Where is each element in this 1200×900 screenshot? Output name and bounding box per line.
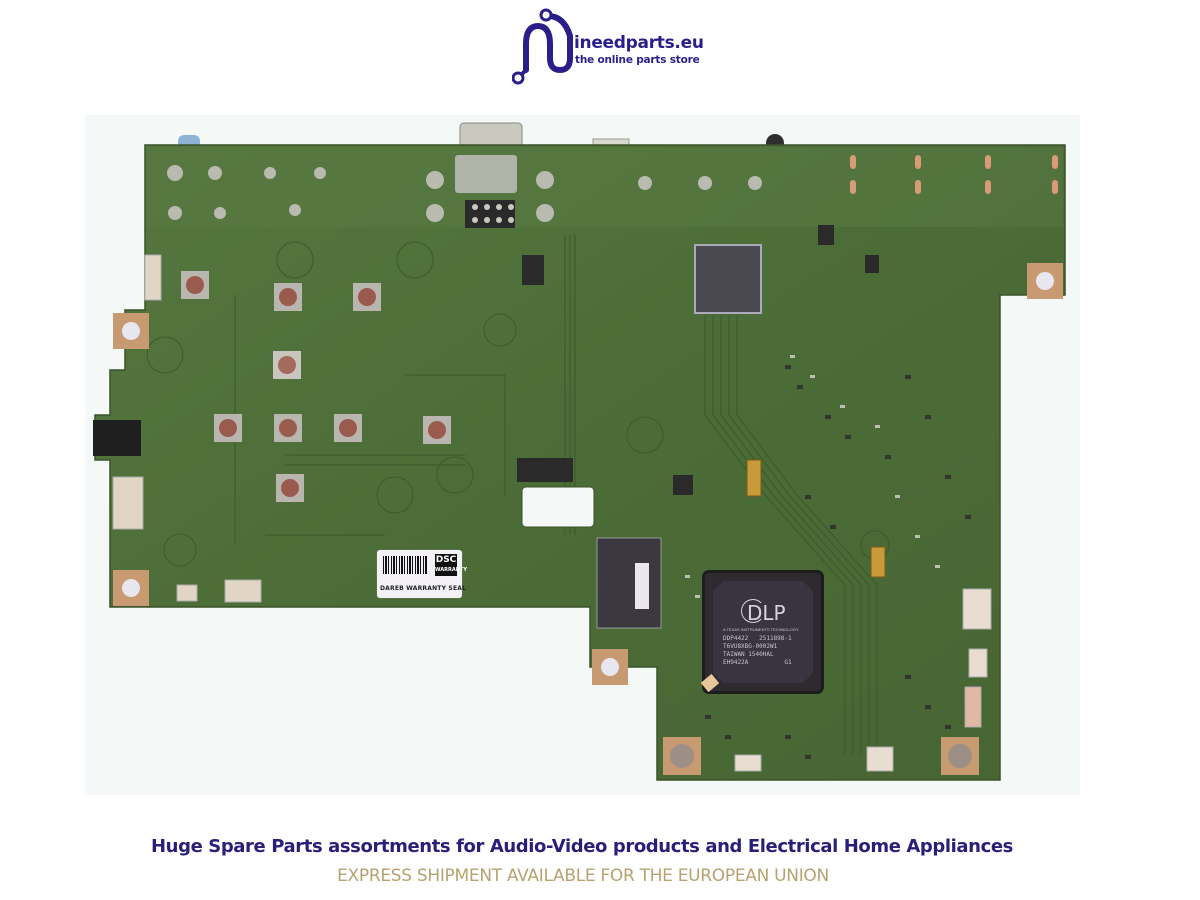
barcode-icon xyxy=(383,556,427,574)
dlp-chip-marking: DDP4422 2511898-1 T6VU8XBG-0002W1 TAIWAN… xyxy=(723,635,792,666)
caption-main: Huge Spare Parts assortments for Audio-V… xyxy=(151,836,1013,857)
dlp-ring-icon xyxy=(741,599,765,623)
dlp-maker-line: A TEXAS INSTRUMENTS TECHNOLOGY xyxy=(723,627,799,632)
dsc-logo: DSC WARRANTY xyxy=(435,554,467,576)
brand-tagline: the online parts store xyxy=(575,54,700,66)
circuit-n-logo-icon xyxy=(512,8,573,85)
warranty-seal-text: DAREB WARRANTY SEAL xyxy=(380,585,467,592)
brand-name: ineedparts.eu xyxy=(574,33,704,53)
dlp-processor-chip: DLP A TEXAS INSTRUMENTS TECHNOLOGY DDP44… xyxy=(700,573,821,693)
warranty-seal-sticker: DSC WARRANTY DAREB WARRANTY SEAL xyxy=(377,550,467,598)
tactile-buttons xyxy=(181,271,451,502)
pcb-board-image xyxy=(93,122,1066,781)
product-photo xyxy=(85,115,1080,795)
dlp-logo: DLP xyxy=(747,601,786,625)
caption-sub: EXPRESS SHIPMENT AVAILABLE FOR THE EUROP… xyxy=(337,866,829,886)
brand-logo: ineedparts.eu the online parts store xyxy=(512,6,712,86)
